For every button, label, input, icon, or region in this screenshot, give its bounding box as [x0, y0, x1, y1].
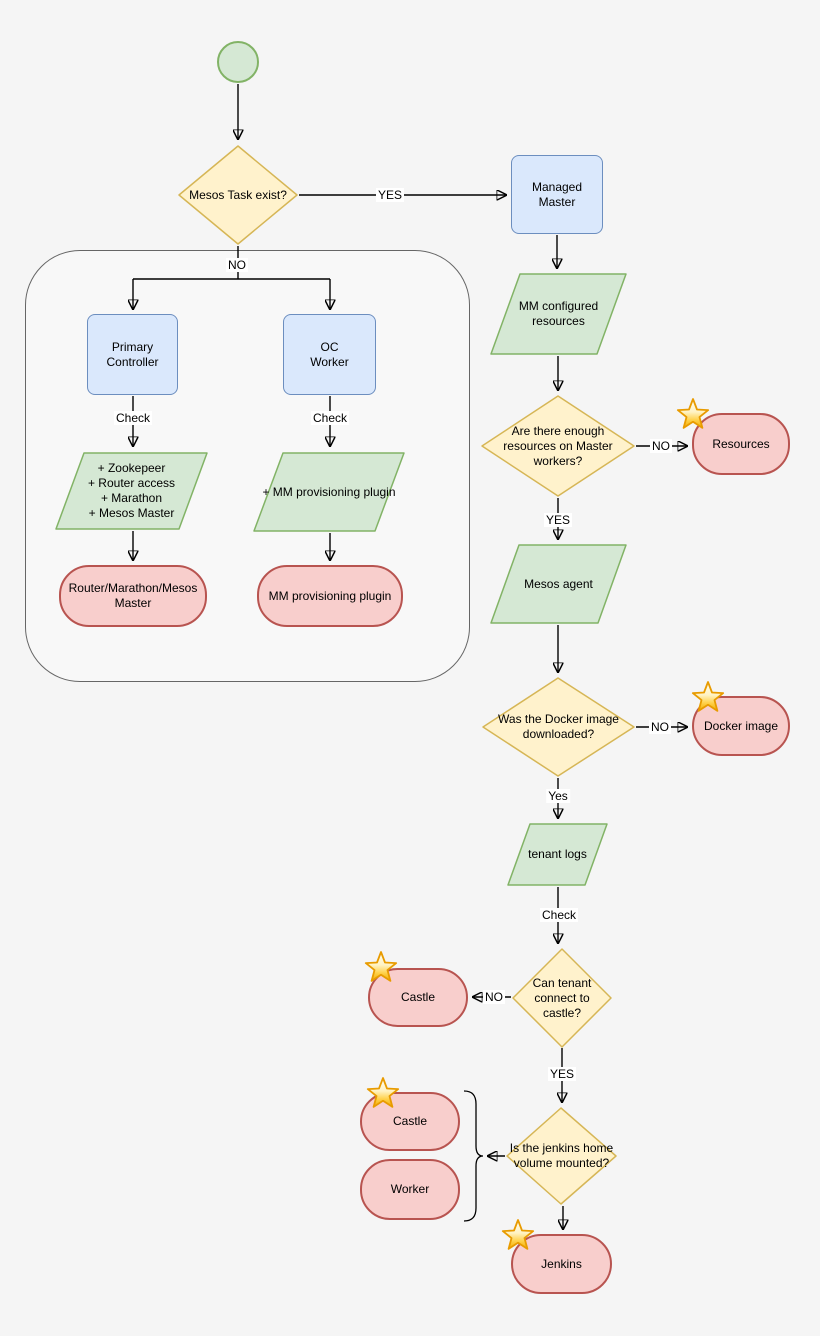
- terminal-label: MM provisioning plugin: [268, 588, 392, 603]
- terminal-label: Castle: [392, 1114, 427, 1128]
- star-icon: [366, 1076, 400, 1110]
- process-label: Primary Controller: [106, 339, 159, 369]
- edge-label-yes: Yes: [546, 789, 570, 803]
- start-node: [217, 41, 259, 83]
- data-label: Mesos agent: [524, 576, 593, 591]
- edge-label-no: NO: [650, 439, 672, 453]
- process-label: Managed Master: [531, 179, 583, 209]
- terminal-jenkins: Jenkins: [511, 1234, 612, 1294]
- brace-castle-worker: [463, 1090, 484, 1222]
- data-label: MM configured resources: [518, 299, 599, 328]
- edge-label-no: NO: [483, 990, 505, 1004]
- terminal-label: Worker: [390, 1182, 430, 1196]
- decision-mesos-task-exist: Mesos Task exist?: [178, 145, 298, 245]
- terminal-router-marathon-mesos: Router/Marathon/Mesos Master: [59, 565, 207, 627]
- edge-label-check: Check: [539, 908, 579, 922]
- data-mesos-agent: Mesos agent: [490, 544, 627, 624]
- process-label: OC Worker: [310, 339, 349, 369]
- decision-label: Was the Docker image downloaded?: [498, 712, 619, 741]
- decision-label: Are there enough resources on Master wor…: [503, 423, 613, 468]
- edge-label-yes: YES: [547, 1067, 577, 1081]
- terminal-label: Docker image: [703, 718, 779, 733]
- edge-label-check: Check: [310, 411, 350, 425]
- terminal-mm-provisioning-plugin: MM provisioning plugin: [257, 565, 403, 627]
- star-icon: [691, 680, 725, 714]
- edge-label-yes: YES: [375, 188, 405, 202]
- terminal-worker-mounted: Worker: [360, 1159, 460, 1220]
- decision-jenkins-home-mounted: Is the jenkins home volume mounted?: [506, 1107, 617, 1205]
- data-controller-checks: + Zookepeer + Router access + Marathon +…: [55, 452, 208, 530]
- process-oc-worker: OC Worker: [283, 314, 376, 395]
- terminal-label: Resources: [712, 436, 770, 451]
- data-mm-configured-resources: MM configured resources: [490, 273, 627, 355]
- terminal-label: Castle: [400, 990, 435, 1004]
- star-icon: [501, 1218, 535, 1252]
- data-label: + MM provisioning plugin: [262, 484, 396, 499]
- star-icon: [676, 397, 710, 431]
- edge-label-check: Check: [113, 411, 153, 425]
- star-icon: [364, 950, 398, 984]
- decision-enough-resources: Are there enough resources on Master wor…: [481, 395, 635, 497]
- process-primary-controller: Primary Controller: [87, 314, 178, 395]
- decision-docker-downloaded: Was the Docker image downloaded?: [482, 677, 635, 777]
- terminal-label: Router/Marathon/Mesos Master: [68, 581, 198, 610]
- decision-label: Can tenant connect to castle?: [532, 975, 592, 1020]
- process-managed-master: Managed Master: [511, 155, 603, 234]
- edge-label-no: NO: [226, 258, 248, 272]
- data-label: tenant logs: [528, 847, 587, 861]
- terminal-label: Jenkins: [541, 1256, 582, 1271]
- edge-label-no: NO: [649, 720, 671, 734]
- terminal-resources: Resources: [692, 413, 790, 475]
- data-tenant-logs: tenant logs: [507, 823, 608, 886]
- data-worker-checks: + MM provisioning plugin: [253, 452, 405, 532]
- decision-label: Is the jenkins home volume mounted?: [509, 1141, 614, 1170]
- decision-tenant-connect-castle: Can tenant connect to castle?: [512, 948, 612, 1048]
- data-label: + Zookepeer + Router access + Marathon +…: [87, 461, 176, 520]
- edge-label-yes: YES: [543, 513, 573, 527]
- decision-label: Mesos Task exist?: [189, 187, 287, 202]
